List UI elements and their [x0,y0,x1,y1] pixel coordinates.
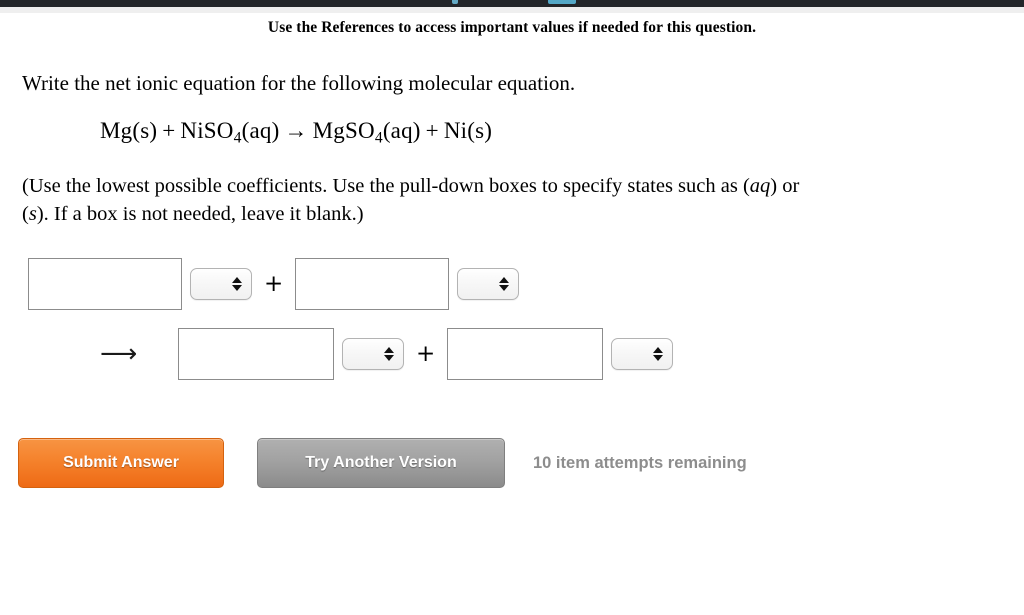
products-plus-operator: + [416,341,436,368]
reactant-1-state-select[interactable] [190,268,252,301]
triangle-down-icon [232,285,242,292]
reactants-plus-operator: + [264,271,284,298]
attempts-remaining-label: 10 item attempts remaining [533,453,747,472]
reactant-2-input[interactable] [295,258,450,311]
equation-reactant-2-subscript: 4 [233,129,242,147]
triangle-down-icon [384,355,394,362]
note-text-d: ). If a box is not needed, leave it blan… [36,202,364,225]
note-text-a: (Use the lowest possible coefficients. U… [22,174,750,197]
question-prompt: Write the net ionic equation for the fol… [22,71,576,95]
product-1-input[interactable] [178,328,334,381]
reactant-2-state-select[interactable] [457,268,520,301]
stepper-arrows-icon [384,347,394,362]
action-button-bar: Submit Answer Try Another Version 10 ite… [18,438,747,488]
note-text-c: ( [22,202,29,225]
note-emphasis-s: s [28,202,37,225]
note-text-b: ) or [770,174,800,197]
equation-product-2-state: (s) [467,118,493,144]
product-2-input[interactable] [447,328,604,381]
equation-reactant-2-state: (aq) [241,118,280,144]
answer-row-products: ⟶ + [100,328,674,381]
try-another-version-button[interactable]: Try Another Version [257,438,505,488]
question-note: (Use the lowest possible coefficients. U… [22,172,982,229]
triangle-up-icon [499,277,510,284]
reactant-1-input[interactable] [28,258,182,311]
stepper-arrows-icon [653,347,664,362]
browser-toolbar-strip [0,0,1024,7]
equation-reactant-1: Mg [100,118,133,144]
equation-reactant-2: NiSO [180,118,234,144]
molecular-equation: Mg(s)+NiSO4(aq)→MgSO4(aq)+Ni(s) [100,118,1024,147]
product-2-state-select[interactable] [611,338,674,371]
equation-arrow-icon: → [284,118,308,144]
triangle-down-icon [653,355,664,362]
submit-answer-button[interactable]: Submit Answer [18,438,224,488]
triangle-up-icon [384,347,394,354]
equation-product-1-subscript: 4 [374,129,383,147]
equation-plus-1: + [162,118,176,144]
equation-plus-2: + [425,118,439,144]
triangle-up-icon [653,347,664,354]
triangle-up-icon [232,277,242,284]
equation-product-1: MgSO [312,118,375,144]
references-banner: Use the References to access important v… [267,19,757,36]
triangle-down-icon [499,285,510,292]
browser-tab-indicator [548,0,576,4]
product-1-state-select[interactable] [342,338,404,371]
stepper-arrows-icon [499,277,510,292]
question-page: Use the References to access important v… [0,13,1024,615]
stepper-arrows-icon [232,277,242,292]
answer-entry-area: + ⟶ + [0,258,1024,408]
equation-product-1-state: (aq) [382,118,421,144]
reaction-arrow-icon: ⟶ [100,339,138,370]
browser-tab-indicator-left [452,0,458,4]
equation-product-2: Ni [443,118,468,144]
equation-reactant-1-state: (s) [132,118,158,144]
answer-row-reactants: + [28,258,520,311]
note-emphasis-aq: aq [749,174,771,197]
